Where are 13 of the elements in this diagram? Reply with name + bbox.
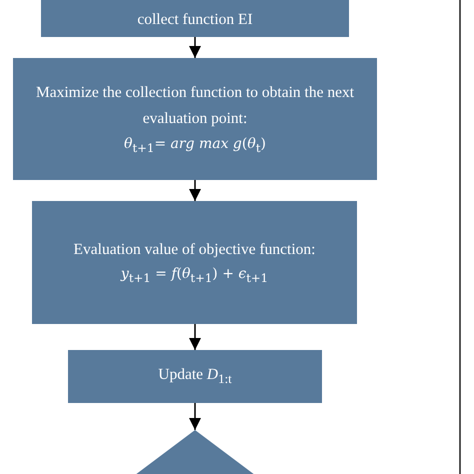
arrow — [189, 324, 201, 350]
formula-text: y$_{t+1}$ = f(θ$_{t+1}$) + ϵ$_{t+1}$ — [120, 264, 268, 287]
formula-text: θ$_{t+1}$= arg max g(θ$_{t}$) — [124, 134, 266, 156]
arrow — [189, 403, 201, 430]
process-box — [32, 201, 357, 324]
step-text: Maximize the collection function to obtain the next evaluation point: — [34, 82, 356, 130]
step-text: Evaluation value of objective function: — [74, 240, 316, 260]
process-box — [68, 350, 322, 403]
arrow — [189, 180, 201, 201]
step-text: collect function EI — [137, 10, 253, 30]
arrow — [189, 37, 201, 58]
step-text: Update D$_{1:t}$ — [158, 365, 232, 389]
process-box — [13, 58, 377, 180]
